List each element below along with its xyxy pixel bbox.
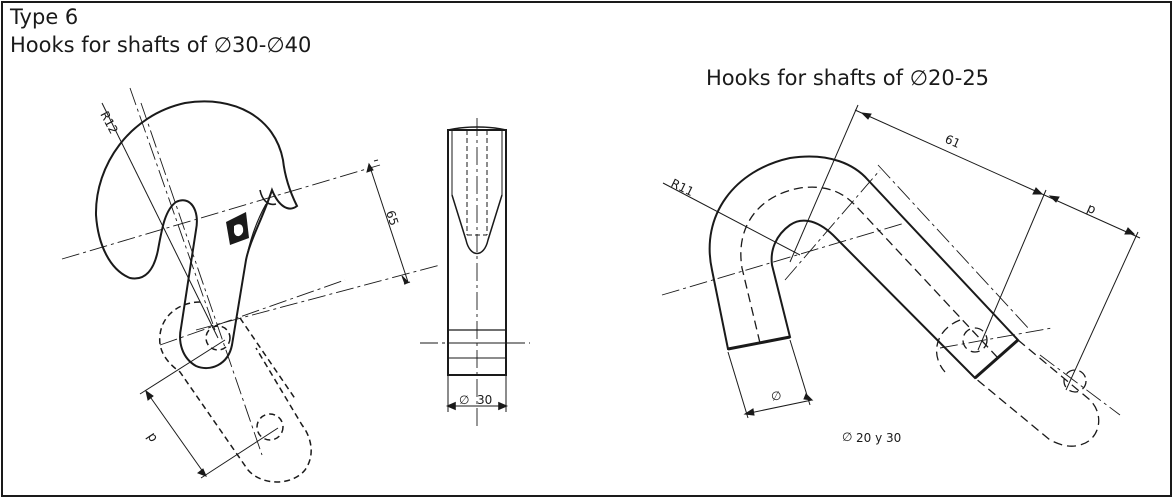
left-hook-outline [94, 100, 299, 370]
side-view [420, 118, 530, 428]
right-hook [661, 104, 1141, 447]
right-hook-outline [708, 155, 1020, 380]
right-radius-label: R11 [669, 176, 696, 199]
right-note-symbol: ∅ [842, 430, 852, 444]
left-radius-label: R12 [97, 109, 120, 136]
left-hook-title: Hooks for shafts of ∅30-∅40 [10, 33, 312, 57]
right-pitch-label: p [1084, 201, 1098, 218]
side-width-label: 30 [477, 393, 492, 407]
left-length-label: 65 [383, 209, 401, 228]
left-hook-inner-curve [259, 189, 277, 206]
right-diameter-label: ∅ [770, 388, 783, 404]
left-pitch-label: p [144, 430, 161, 445]
right-hook-note: 20 y 30 [856, 431, 901, 445]
right-length-label: 61 [943, 132, 963, 151]
left-hook-front-view [61, 87, 441, 483]
type-label: Type 6 [10, 5, 79, 29]
side-diameter-symbol: ∅ [459, 393, 469, 407]
right-hook-title: Hooks for shafts of ∅20-25 [706, 66, 990, 90]
